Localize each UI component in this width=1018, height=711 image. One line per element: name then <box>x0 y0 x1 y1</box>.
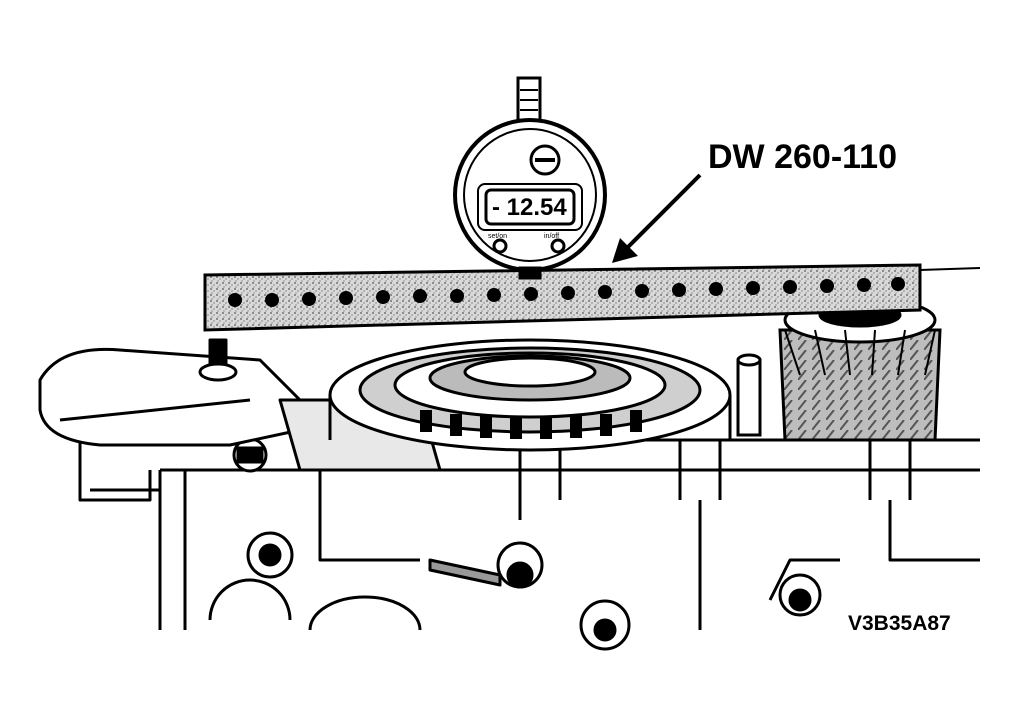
dial-indicator <box>453 76 607 280</box>
figure-code-label: V3B35A87 <box>848 612 951 635</box>
drum-teeth <box>420 410 642 439</box>
selector-plate <box>38 338 442 472</box>
measuring-bar-holes <box>228 277 905 307</box>
pinion-gear <box>778 296 942 442</box>
tool-callout-label: DW 260-110 <box>708 138 897 176</box>
transmission-housing <box>78 438 980 631</box>
gauge-left-button-label: set/on <box>488 233 507 240</box>
clutch-drum <box>328 338 732 452</box>
housing-bosses <box>232 437 822 651</box>
gauge-reading: - 12.54 <box>492 194 567 221</box>
measuring-bar <box>203 263 981 332</box>
gauge-right-button-label: in/off <box>544 233 559 240</box>
callout-arrow <box>612 173 702 263</box>
shaft-posts <box>736 353 762 437</box>
